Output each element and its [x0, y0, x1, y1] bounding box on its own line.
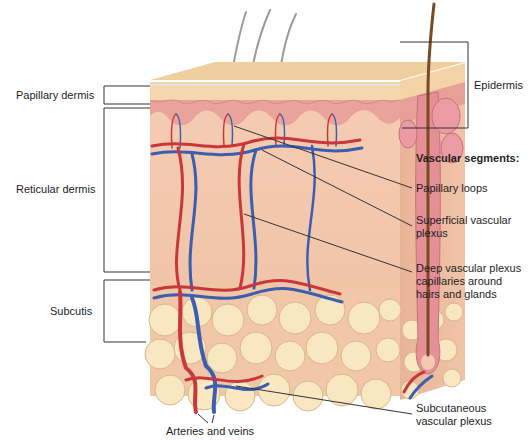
blood-vessels [228, 114, 233, 146]
fat-lobules [145, 339, 175, 369]
leader-line [234, 126, 412, 188]
hair-follicle [432, 98, 460, 134]
fat-lobules [149, 304, 181, 336]
vessel-label: Deep vascular plexus capillaries around … [416, 262, 528, 301]
bracket [104, 108, 150, 272]
bracket [104, 280, 150, 342]
layer-label: Papillary dermis [16, 89, 102, 102]
vessel-label: Superficial vascular plexus [416, 214, 528, 240]
list-heading: Vascular segments: [416, 152, 528, 165]
fat-lobules [240, 332, 272, 364]
vessel-label: Papillary loops [416, 182, 528, 195]
layer-label: Epidermis [474, 79, 529, 92]
leader-line [212, 415, 214, 423]
fat-lobules [376, 338, 400, 362]
fat-lobules [155, 375, 185, 405]
blood-vessels [177, 148, 183, 290]
blood-vessels [307, 146, 314, 290]
fat-lobules [275, 341, 305, 371]
hair-follicle [428, 4, 434, 355]
fat-lobules [348, 302, 380, 334]
skin-front-face [150, 84, 400, 86]
leader-line [236, 386, 412, 414]
skin-surface [150, 62, 465, 80]
fat-lobules [379, 299, 401, 321]
leader-line [262, 150, 412, 226]
blood-vessels [404, 372, 424, 392]
blood-vessels [224, 114, 229, 146]
bracket [104, 42, 468, 342]
skin-front-face [150, 80, 400, 396]
fat-lobules [445, 303, 463, 321]
blood-vessels [332, 114, 337, 146]
bracket [400, 42, 468, 128]
skin-front-face [150, 80, 400, 82]
blood-vessels [152, 138, 360, 147]
blood-vessels [186, 376, 262, 382]
leader-line [244, 214, 412, 272]
skin-front-face [150, 100, 400, 126]
fat-lobules [247, 295, 277, 325]
leader-line [198, 414, 208, 423]
layer-label: Subcutis [50, 305, 102, 318]
fat-lobules [207, 343, 237, 373]
fat-lobules [361, 379, 391, 409]
blood-vessels [192, 298, 215, 412]
vessel-label: Arteries and veins [150, 425, 270, 438]
fat-lobules [212, 304, 244, 336]
blood-vessels [152, 114, 432, 412]
layer-label: Reticular dermis [16, 183, 102, 196]
skin-front-face [150, 80, 400, 396]
blood-vessels [251, 150, 256, 288]
fat-lobules [341, 341, 371, 371]
blood-vessels [410, 376, 432, 398]
bracket [104, 86, 150, 104]
fat-lobules [306, 332, 338, 364]
blood-vessels [190, 154, 196, 290]
leader-line [198, 126, 412, 423]
skin-surface [150, 62, 465, 80]
fat-lobules [443, 369, 461, 387]
blood-vessels [206, 384, 268, 390]
fat-lobules [279, 302, 311, 334]
fat-lobules [145, 295, 463, 411]
skin-front-face [150, 100, 400, 104]
blood-vessels [280, 114, 285, 146]
blood-vessels [239, 144, 244, 288]
blood-vessels [328, 114, 333, 146]
vessel-label: Subcutaneous vascular plexus [416, 402, 528, 428]
hair-follicle [399, 120, 417, 148]
skin-front-face [150, 80, 400, 102]
hair [252, 10, 270, 70]
